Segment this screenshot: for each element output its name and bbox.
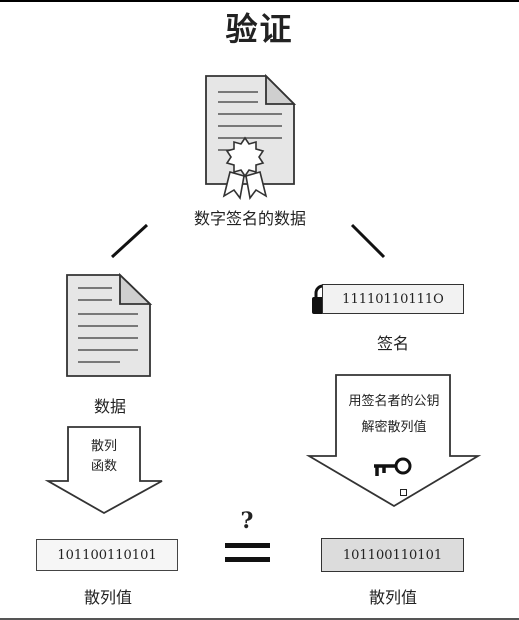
left-hash-label: 散列值	[83, 588, 132, 607]
equals-bar-top	[225, 543, 270, 548]
split-lines	[110, 223, 386, 259]
hash-function-arrow	[44, 426, 163, 515]
certificate-seal-icon	[222, 136, 268, 200]
decrypt-line1: 用签名者的公钥	[348, 394, 440, 409]
bottom-rule	[0, 618, 519, 620]
diagram-title: 验证	[225, 10, 294, 48]
small-marker	[400, 489, 407, 496]
hash-function-line2: 函数	[90, 459, 117, 474]
hash-function-line1: 散列	[90, 439, 117, 454]
left-hash-box: 101100110101	[36, 539, 178, 571]
right-hash-label: 散列值	[368, 588, 417, 607]
decrypt-arrow	[306, 374, 482, 508]
question-mark: ?	[240, 508, 254, 534]
signature-box: 11110110111O	[322, 284, 464, 314]
signed-document-icon	[205, 73, 297, 200]
signed-document-label: 数字签名的数据	[193, 209, 306, 228]
data-document-label: 数据	[93, 397, 126, 416]
signature-label: 签名	[376, 334, 409, 353]
data-document-icon	[66, 272, 153, 377]
right-hash-box: 101100110101	[321, 538, 464, 572]
decrypt-line2: 解密散列值	[361, 420, 427, 435]
key-icon	[374, 457, 412, 476]
top-rule	[0, 0, 519, 2]
equals-bar-bottom	[225, 557, 270, 562]
